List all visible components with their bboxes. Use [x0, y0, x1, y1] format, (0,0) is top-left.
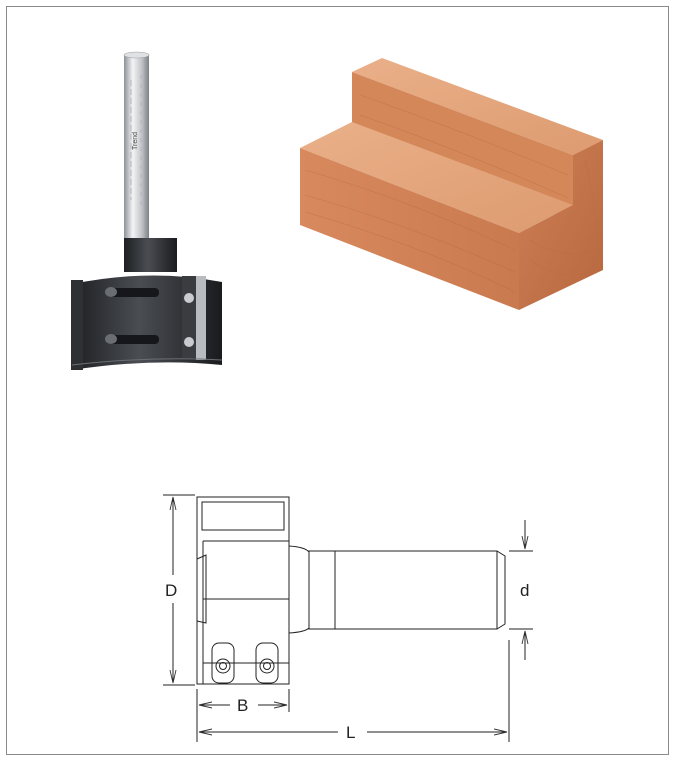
shank-outline — [308, 550, 498, 630]
label-L: L — [346, 723, 355, 742]
router-bit-photo: Trend — [71, 51, 223, 370]
label-D: D — [165, 581, 177, 600]
label-B: B — [237, 696, 248, 715]
cutter-body — [71, 238, 223, 370]
shank: Trend — [123, 51, 150, 240]
cutter-body-outline — [196, 496, 290, 685]
label-d: d — [520, 581, 529, 600]
shank-engraving: Trend — [132, 132, 139, 150]
rebated-wood-block — [300, 58, 603, 310]
screw-left — [211, 642, 235, 684]
technical-drawing — [163, 494, 533, 742]
neck-outline — [288, 545, 310, 634]
screw-right — [255, 642, 279, 684]
